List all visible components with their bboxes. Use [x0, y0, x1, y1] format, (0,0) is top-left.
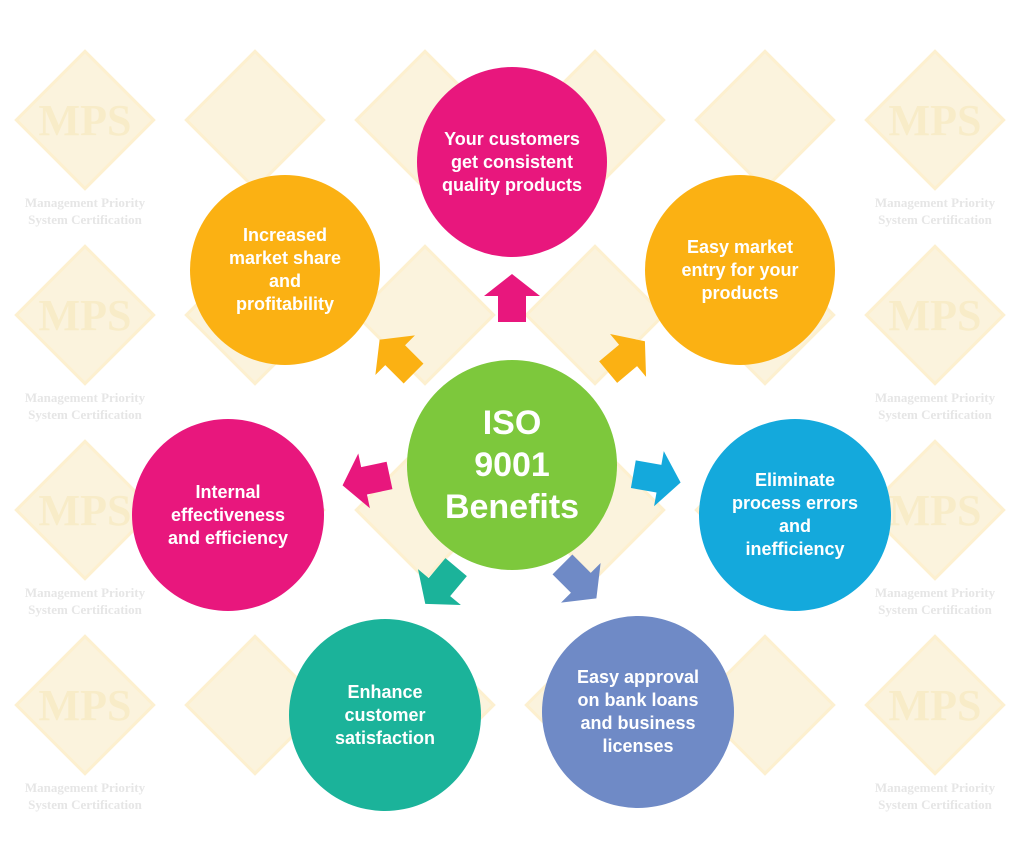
- benefit-label: Your customers get consistent quality pr…: [441, 128, 582, 195]
- arrow-left: [342, 453, 393, 509]
- benefit-label: Increased market share and profitability: [228, 225, 342, 314]
- watermark-logo: MPS: [888, 96, 982, 145]
- arrow-up: [484, 274, 540, 322]
- watermark-logo: MPS: [888, 681, 982, 730]
- benefit-circle-market-share: Increased market share and profitability: [190, 175, 380, 365]
- center-title: ISO 9001 Benefits: [444, 404, 580, 526]
- watermark-line2: System Certification: [28, 407, 142, 422]
- benefit-circle-bank-loans: Easy approval on bank loans and business…: [542, 616, 734, 808]
- benefit-circle-customer-satisfaction: Enhance customer satisfaction: [289, 619, 481, 811]
- watermark-line2: System Certification: [28, 797, 142, 812]
- benefit-circle-consistent-quality: Your customers get consistent quality pr…: [417, 67, 607, 257]
- watermark-logo: MPS: [38, 486, 132, 535]
- arrow-down-right: [552, 554, 601, 603]
- watermark-line1: Management Priority: [24, 195, 146, 210]
- watermark-line2: System Certification: [28, 212, 142, 227]
- watermark-logo: MPS: [38, 96, 132, 145]
- watermark-line1: Management Priority: [24, 780, 146, 795]
- center-circle: ISO 9001 Benefits: [407, 360, 617, 570]
- watermark-logo: MPS: [38, 291, 132, 340]
- watermark-logo: MPS: [888, 486, 982, 535]
- watermark-line2: System Certification: [878, 602, 992, 617]
- arrow-right: [630, 451, 681, 507]
- benefit-label: Easy market entry for your products: [681, 236, 799, 303]
- arrow-up-right: [599, 333, 647, 383]
- watermark-line2: System Certification: [878, 797, 992, 812]
- benefit-label: Easy approval on bank loans and business…: [576, 667, 700, 756]
- watermark-line2: System Certification: [878, 407, 992, 422]
- watermark-line1: Management Priority: [874, 390, 996, 405]
- benefit-circle-eliminate-errors: Eliminate process errors and inefficienc…: [699, 419, 891, 611]
- watermark-line1: Management Priority: [24, 390, 146, 405]
- benefit-label: Internal effectiveness and efficiency: [167, 481, 289, 548]
- watermark-line1: Management Priority: [24, 585, 146, 600]
- watermark-line2: System Certification: [28, 602, 142, 617]
- benefit-circle-market-entry: Easy market entry for your products: [645, 175, 835, 365]
- watermark-logo: MPS: [38, 681, 132, 730]
- watermark-logo: MPS: [888, 291, 982, 340]
- watermark-line1: Management Priority: [874, 585, 996, 600]
- arrow-up-left: [375, 335, 424, 384]
- benefit-label: Eliminate process errors and inefficienc…: [731, 470, 859, 559]
- watermark-line1: Management Priority: [874, 195, 996, 210]
- watermark-line2: System Certification: [878, 212, 992, 227]
- watermark-line1: Management Priority: [874, 780, 996, 795]
- benefit-circle-internal-effectiveness: Internal effectiveness and efficiency: [132, 419, 324, 611]
- arrow-down-left: [417, 558, 467, 606]
- benefit-label: Enhance customer satisfaction: [334, 681, 436, 748]
